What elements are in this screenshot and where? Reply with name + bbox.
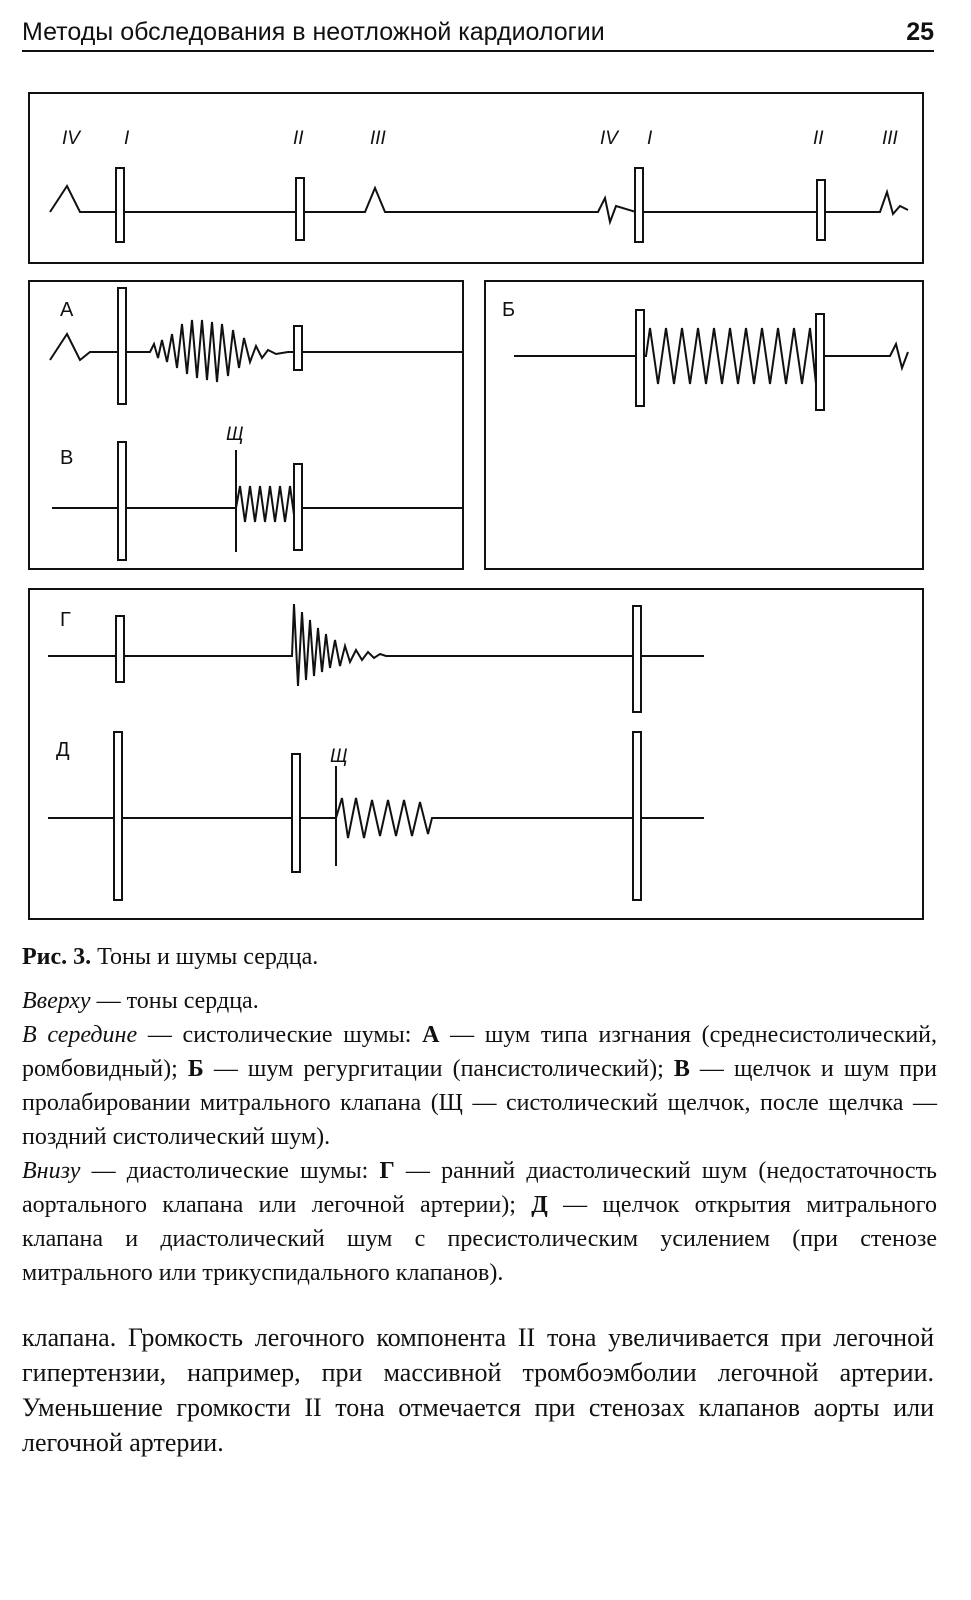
panel-heart-tones: IV I II III IV I II III bbox=[28, 92, 924, 264]
systolic-murmur-b-diagram: Б bbox=[502, 299, 926, 572]
murmur-b-tone-ii bbox=[816, 314, 824, 410]
diastolic-murmurs-diagram: Г Д Щ bbox=[30, 590, 926, 922]
murmur-d-tone-i-next bbox=[633, 732, 641, 900]
label-v: В bbox=[60, 447, 73, 469]
tone-ii-2 bbox=[817, 180, 825, 240]
label-d: Д bbox=[56, 739, 70, 761]
heart-tones-diagram: IV I II III IV I II III bbox=[30, 128, 926, 266]
tone-baseline bbox=[50, 186, 908, 222]
label-g: Г bbox=[60, 609, 71, 631]
murmur-a-tone-i bbox=[118, 288, 126, 404]
systolic-murmurs-a-v-diagram: А В Щ bbox=[30, 282, 466, 572]
tone-label-ii-2: II bbox=[813, 128, 824, 149]
tone-label-iii-1: III bbox=[370, 128, 387, 149]
caption-b-text: — шум регургитации (пансистолический); bbox=[203, 1056, 674, 1082]
panel-systolic-a-v: А В Щ bbox=[28, 280, 464, 570]
murmur-g-tone-i-next bbox=[633, 606, 641, 712]
murmur-v-tone-i bbox=[118, 442, 126, 560]
caption-top-text: — тоны сердца. bbox=[90, 988, 259, 1014]
murmur-v-trace bbox=[52, 486, 462, 522]
caption-title: Рис. 3. Тоны и шумы сердца. bbox=[22, 940, 937, 974]
tone-label-iv-2: IV bbox=[600, 128, 620, 149]
murmur-d-trace bbox=[48, 798, 704, 838]
caption-a-text: — шум типа изгнания (среднесистолический… bbox=[22, 1022, 938, 1082]
murmur-v-tone-ii bbox=[294, 464, 302, 550]
panel-diastolic-g-d: Г Д Щ bbox=[28, 588, 924, 920]
click-label-d: Щ bbox=[330, 746, 348, 767]
figure-caption: Рис. 3. Тоны и шумы сердца. Вверху — тон… bbox=[22, 940, 937, 1290]
murmur-d-tone-i bbox=[114, 732, 122, 900]
click-label-v: Щ bbox=[226, 424, 244, 445]
murmur-b-tone-i bbox=[636, 310, 644, 406]
tone-label-iii-2: III bbox=[882, 128, 899, 149]
tone-ii-1 bbox=[296, 178, 304, 240]
label-a: А bbox=[60, 299, 74, 321]
caption-fig-title: Тоны и шумы сердца. bbox=[97, 944, 319, 970]
murmur-g-trace bbox=[48, 604, 704, 686]
tone-label-iv-1: IV bbox=[62, 128, 82, 149]
body-text: клапана. Громкость легочного компонента … bbox=[22, 1320, 934, 1460]
caption-top: Вверху — тоны сердца. bbox=[22, 984, 937, 1018]
caption-d-text: — щелчок открытия митрального клапана и … bbox=[22, 1192, 937, 1286]
running-header: Методы обследования в неотложной кардиол… bbox=[22, 16, 934, 52]
murmur-b-trace bbox=[514, 328, 908, 384]
caption-d-letter: Д bbox=[531, 1192, 548, 1218]
murmur-d-tone-ii bbox=[292, 754, 300, 872]
caption-bottom: Внизу — диастолические шумы: Г — ранний … bbox=[22, 1154, 937, 1290]
caption-middle: В середине — систолические шумы: А — шум… bbox=[22, 1018, 937, 1154]
caption-g-letter: Г bbox=[379, 1158, 395, 1184]
caption-middle-text: — систолические шумы: bbox=[137, 1022, 423, 1048]
murmur-a-tone-ii bbox=[294, 326, 302, 370]
running-title: Методы обследования в неотложной кардиол… bbox=[22, 18, 605, 46]
caption-v-letter: В bbox=[673, 1056, 690, 1082]
page-number: 25 bbox=[906, 18, 934, 46]
body-paragraph: клапана. Громкость легочного компонента … bbox=[22, 1323, 934, 1457]
caption-g-text: — ранний диастолический шум (недостаточн… bbox=[22, 1158, 937, 1218]
murmur-a-trace bbox=[50, 320, 462, 382]
tone-label-i-1: I bbox=[124, 128, 130, 149]
murmur-g-tone-i bbox=[116, 616, 124, 682]
caption-b-letter: Б bbox=[187, 1056, 204, 1082]
caption-bottom-lead: Внизу bbox=[22, 1158, 81, 1184]
panel-systolic-b: Б bbox=[484, 280, 924, 570]
tone-label-ii-1: II bbox=[293, 128, 304, 149]
tone-i-1 bbox=[116, 168, 124, 242]
caption-fig-ref: Рис. 3. bbox=[22, 944, 92, 970]
label-b: Б bbox=[502, 299, 515, 321]
caption-bottom-text: — диастолические шумы: bbox=[80, 1158, 380, 1184]
caption-middle-lead: В середине bbox=[22, 1022, 138, 1048]
caption-a-letter: А bbox=[422, 1022, 440, 1048]
tone-label-i-2: I bbox=[647, 128, 653, 149]
tone-i-2 bbox=[635, 168, 643, 242]
caption-v-text: — щелчок и шум при пролабировании митрал… bbox=[22, 1056, 937, 1150]
caption-top-lead: Вверху bbox=[22, 988, 91, 1014]
